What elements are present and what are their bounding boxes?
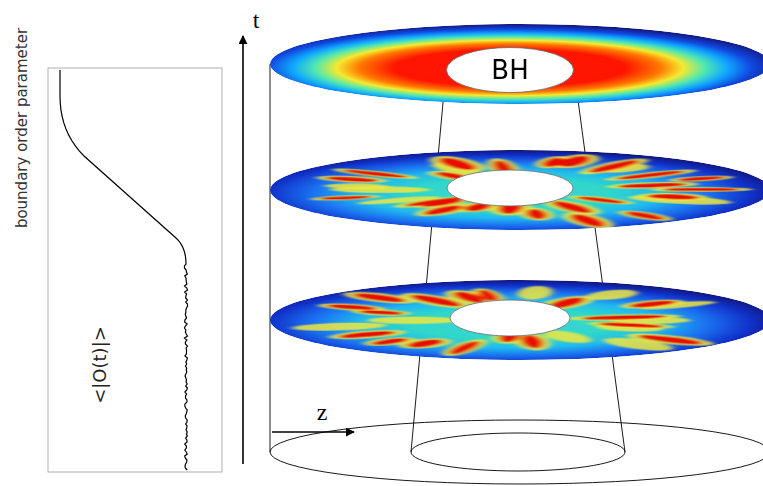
horizon-hole bbox=[447, 170, 573, 206]
lobe-core bbox=[346, 292, 413, 303]
field-disc bbox=[270, 150, 763, 230]
lobe-core bbox=[333, 330, 401, 339]
lobe-halo bbox=[322, 183, 393, 190]
lobe-core bbox=[580, 315, 668, 321]
field-disc-content bbox=[270, 150, 763, 230]
lobe-halo bbox=[514, 286, 556, 300]
lobe-halo bbox=[608, 209, 683, 222]
axis-title: boundary order parameter bbox=[15, 28, 30, 228]
order-parameter-line bbox=[60, 70, 188, 470]
axis-quantity: <|O(t)|> bbox=[91, 326, 109, 404]
lobe-core bbox=[318, 195, 374, 200]
lobe-core bbox=[619, 211, 670, 220]
horizon-wall bbox=[574, 70, 625, 452]
lobe-core bbox=[356, 310, 406, 316]
lobe-halo bbox=[621, 193, 739, 206]
field-disc bbox=[270, 280, 763, 360]
time-axis bbox=[242, 36, 244, 464]
horizon-hole bbox=[450, 300, 570, 336]
lobe-core bbox=[552, 156, 596, 167]
horizon-base-ellipse bbox=[411, 433, 625, 471]
lobe-halo bbox=[307, 194, 384, 201]
lobe-halo bbox=[367, 317, 462, 324]
lobe-core bbox=[473, 290, 502, 301]
black-hole-horizon: BH bbox=[446, 47, 574, 93]
lobe-core bbox=[612, 170, 690, 180]
field-disc bbox=[270, 24, 763, 104]
field-lobes bbox=[307, 153, 753, 229]
lobe-core bbox=[674, 176, 728, 182]
lobe-halo bbox=[551, 212, 624, 230]
horizon-label: BH bbox=[491, 56, 528, 85]
plot-frame bbox=[48, 68, 222, 472]
lobe-halo bbox=[664, 174, 739, 183]
lobe-halo bbox=[588, 322, 672, 333]
lobe-core bbox=[663, 188, 739, 191]
field-disc-content bbox=[270, 24, 763, 104]
lobe-core bbox=[545, 201, 599, 214]
disc-fill bbox=[270, 280, 763, 360]
lobe-core bbox=[365, 338, 414, 346]
lobe-core bbox=[615, 182, 688, 188]
horizon-wall-inside bbox=[411, 70, 625, 452]
lobe-core bbox=[322, 176, 382, 183]
bulk-base-ellipse bbox=[270, 420, 763, 484]
lobe-core bbox=[582, 160, 646, 173]
lobe-core bbox=[323, 304, 381, 311]
lobe-halo bbox=[575, 288, 648, 301]
z-axis bbox=[272, 431, 354, 432]
horizon-ellipse bbox=[447, 47, 574, 92]
horizon-wall bbox=[411, 70, 446, 452]
disc-slices bbox=[270, 24, 763, 360]
lobe-core bbox=[518, 335, 546, 348]
lobe-core bbox=[432, 157, 484, 170]
order-parameter-curve bbox=[60, 70, 188, 470]
lobe-halo bbox=[564, 313, 685, 322]
axis-letter: t bbox=[253, 8, 260, 32]
lobe-core bbox=[644, 194, 703, 200]
field-disc-content bbox=[270, 280, 763, 360]
lobe-core bbox=[631, 334, 709, 345]
cylinder-wall bbox=[270, 64, 271, 452]
field-lobes bbox=[287, 286, 725, 357]
lobe-core bbox=[564, 214, 613, 227]
lobe-core bbox=[443, 341, 485, 354]
disc-fill bbox=[270, 150, 763, 230]
lobe-halo bbox=[287, 321, 391, 332]
axis-letter: z bbox=[317, 400, 328, 424]
lobe-core bbox=[572, 196, 630, 204]
lobe-halo bbox=[418, 155, 497, 173]
lobe-core bbox=[623, 300, 682, 308]
lobe-core bbox=[523, 209, 550, 219]
lobe-core bbox=[339, 169, 412, 178]
lobe-core bbox=[596, 322, 666, 328]
disc-fill bbox=[270, 24, 763, 104]
